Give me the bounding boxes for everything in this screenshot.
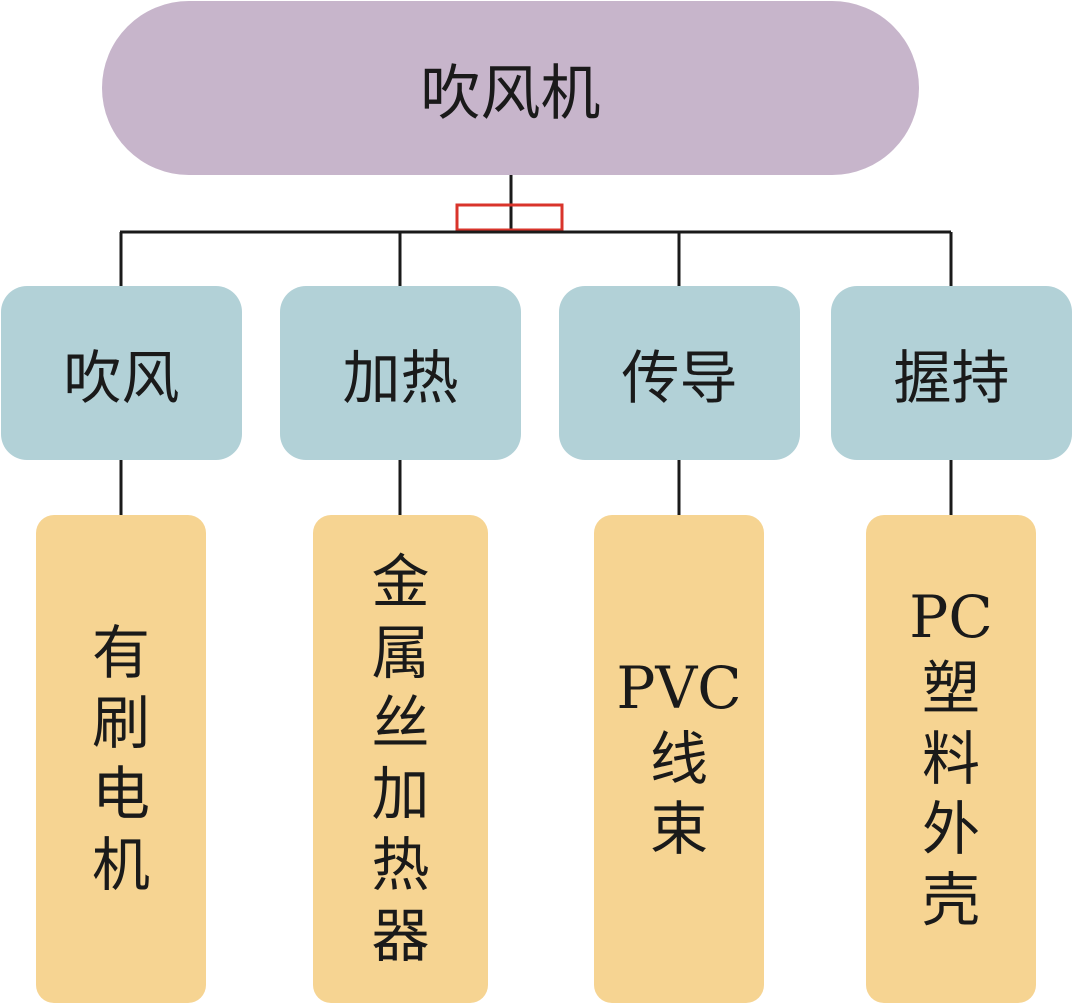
implementation-node-wire-heater: 金 属 丝 加 热 器 [313, 515, 488, 1003]
function-node-blow: 吹风 [1, 286, 242, 460]
function-label: 吹风 [63, 344, 180, 412]
implementation-text: 机 [91, 830, 150, 899]
root-label: 吹风机 [420, 58, 601, 129]
function-label: 传导 [621, 344, 738, 412]
implementation-node-brushed-motor: 有 刷 电 机 [36, 515, 206, 1003]
implementation-text: 电 [91, 760, 150, 828]
implementation-node-pc-shell: PC 塑 料 外 壳 [866, 515, 1036, 1003]
implementation-text: 器 [371, 901, 430, 970]
implementation-text: 属 [371, 618, 430, 687]
implementation-text: 料 [921, 724, 980, 793]
implementation-text: 束 [649, 795, 708, 864]
function-node-grip: 握持 [831, 286, 1072, 460]
implementation-text: 加 [371, 760, 430, 828]
function-label: 加热 [342, 344, 459, 412]
function-label: 握持 [893, 344, 1010, 412]
implementation-text: 丝 [371, 689, 430, 758]
function-node-heat: 加热 [280, 286, 521, 460]
root-node: 吹风机 [102, 1, 919, 175]
implementation-text: 刷 [91, 689, 150, 758]
implementation-text: 热 [371, 830, 430, 899]
implementation-text: 线 [649, 724, 708, 793]
function-node-conduct: 传导 [559, 286, 800, 460]
junction-marker [455, 203, 564, 232]
implementation-text: 有 [91, 618, 150, 687]
implementation-node-pvc-harness: PVC 线 束 [594, 515, 764, 1003]
implementation-text: 金 [371, 547, 430, 616]
implementation-text: PVC [616, 653, 742, 722]
implementation-text: 外 [921, 795, 980, 864]
implementation-text: 壳 [921, 866, 980, 935]
implementation-text: PC [909, 583, 993, 652]
implementation-text: 塑 [921, 653, 980, 722]
